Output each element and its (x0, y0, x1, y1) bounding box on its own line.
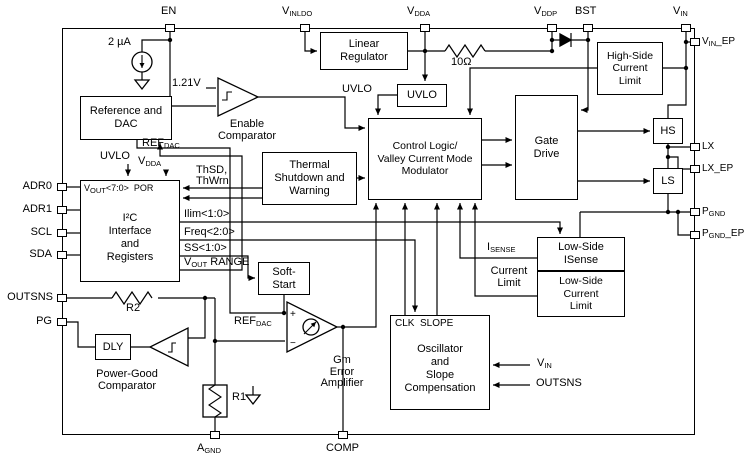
pin-lx-ep (690, 165, 700, 173)
hysteresis-glyph (168, 342, 176, 353)
enable-ref-label: 1.21V (172, 77, 201, 89)
block-dly: DLY (95, 334, 131, 360)
pin-pgnd (690, 208, 700, 216)
pg-comparator-label: Power-Good Comparator (96, 368, 158, 392)
ground-icon (133, 79, 151, 91)
current-limit-label: Current Limit (490, 265, 528, 289)
pin-label-scl: SCL (30, 226, 52, 238)
vdda-to-i2c-label: VDDA (138, 155, 162, 168)
pin-agnd (210, 431, 220, 439)
block-oscillator: CLK SLOPE Oscillator and Slope Compensat… (390, 315, 490, 410)
slope-label: SLOPE (420, 318, 454, 329)
gm-minus-sign: − (290, 338, 296, 349)
amp-polarity: + − (290, 309, 296, 349)
block-uvlo: UVLO (397, 84, 447, 107)
pin-vdda (420, 24, 430, 32)
pin-scl (57, 229, 67, 237)
block-low-side-current-limit: Low-Side Current Limit (537, 271, 625, 317)
pin-label-en: EN (161, 5, 177, 17)
ground-icon (244, 394, 262, 406)
uvlo-signal-label: UVLO (342, 83, 372, 95)
enable-comparator-symbol (217, 76, 260, 118)
resistor-value-label: 10Ω (451, 56, 472, 68)
refdac-label: REFDAC (142, 137, 180, 150)
pin-label-sda: SDA (29, 248, 52, 260)
pin-label-adr1: ADR1 (22, 203, 52, 215)
pin-vddp (547, 24, 557, 32)
block-hs-switch: HS (653, 118, 683, 144)
pin-lx (690, 143, 700, 151)
ilim-label: Ilim<1:0> (184, 208, 230, 220)
gm-plus-sign: + (290, 309, 296, 320)
bias-current-label: 2 µA (108, 36, 131, 48)
r1-zigzag (208, 384, 222, 418)
block-high-side-current-limit: High-Side Current Limit (597, 42, 663, 95)
block-low-side-isense: Low-Side ISense (537, 237, 625, 271)
r1-label: R1 (232, 391, 247, 403)
pin-vinldo (300, 24, 310, 32)
block-gate-drive: Gate Drive (515, 95, 578, 200)
block-soft-start: Soft- Start (258, 262, 310, 295)
gm-arrow (303, 321, 317, 335)
pin-label-vddp: VDDP (534, 5, 558, 18)
pin-adr0 (57, 183, 67, 191)
vout-range-label: VOUT RANGE (184, 256, 250, 269)
pin-vin (681, 24, 691, 32)
pin-label-vin-ep: VIN_EP (702, 36, 736, 48)
vin-to-osc-label: VIN (537, 357, 552, 370)
pin-label-adr0: ADR0 (22, 180, 52, 192)
pin-sda (57, 251, 67, 259)
block-linear-regulator: Linear Regulator (320, 32, 408, 70)
oscillator-inputs: CLK SLOPE (391, 316, 489, 329)
pin-label-pgnd-ep: PGND_EP (702, 228, 745, 240)
isense-label: ISENSE (487, 241, 516, 254)
i2c-label: I²C Interface and Registers (106, 212, 154, 264)
refdac-ea-label: REFDAC (234, 315, 272, 328)
block-control-logic: Control Logic/ Valley Current Mode Modul… (368, 118, 482, 200)
ss-label: SS<1:0> (184, 242, 227, 254)
block-reference-dac: Reference and DAC (80, 96, 172, 140)
r2-label: R2 (126, 302, 141, 314)
pin-label-lx-ep: LX_EP (702, 163, 734, 174)
pin-comp (338, 431, 348, 439)
pin-label-vdda: VDDA (407, 5, 431, 18)
thsd-label: ThSD, (196, 164, 228, 176)
thwrn-label: ThWrn (196, 175, 229, 187)
pin-label-pgnd: PGND (702, 206, 726, 218)
gm-amp-label: Gm Error Amplifier (320, 354, 364, 390)
pin-outsns (57, 294, 67, 302)
outsns-to-osc-label: OUTSNS (536, 377, 582, 389)
enable-comparator-label: Enable Comparator (217, 118, 277, 142)
oscillator-label: Oscillator and Slope Compensation (404, 343, 476, 394)
step-glyph (222, 91, 232, 101)
freq-label: Freq<2:0> (184, 226, 235, 238)
uvlo-to-i2c-label: UVLO (100, 150, 130, 162)
symbol-details (139, 55, 317, 418)
pin-label-comp: COMP (326, 442, 359, 454)
pin-label-pg: PG (36, 315, 52, 327)
clk-label: CLK (395, 318, 415, 329)
pin-label-lx: LX (702, 141, 715, 152)
pin-en (165, 24, 175, 32)
pin-pg (57, 318, 67, 326)
junction-dots (167, 37, 689, 344)
block-i2c-interface: VOUT<7:0> POR I²C Interface and Register… (80, 180, 180, 282)
power-good-comparator-symbol (148, 326, 189, 368)
pin-adr1 (57, 206, 67, 214)
pin-label-vin: VIN (673, 5, 688, 18)
pin-bst (583, 24, 593, 32)
pin-label-bst: BST (575, 5, 597, 17)
pin-label-outsns: OUTSNS (7, 291, 53, 303)
pin-label-agnd: AGND (197, 442, 222, 455)
pin-pgnd-ep (690, 231, 700, 239)
i2c-register-bits: VOUT<7:0> POR (84, 183, 154, 195)
pin-label-vinldo: VINLDO (282, 5, 313, 18)
pin-vin-ep (690, 38, 700, 46)
diode-icon (559, 32, 573, 48)
block-thermal-shutdown: Thermal Shutdown and Warning (262, 152, 357, 205)
block-ls-switch: LS (653, 168, 683, 194)
